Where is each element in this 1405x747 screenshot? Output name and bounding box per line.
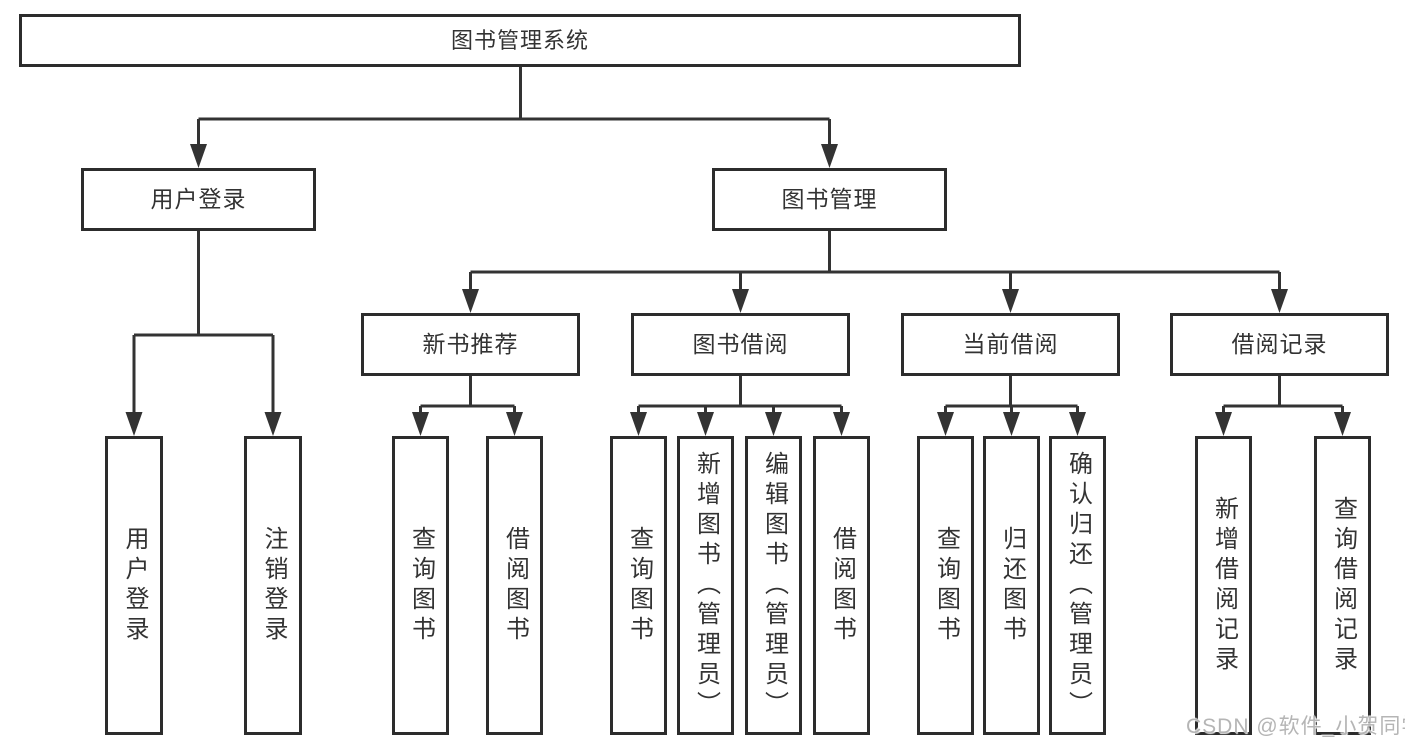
node-label: 用户登录	[121, 525, 148, 646]
node-label: 借阅图书	[828, 525, 856, 646]
node-user-login: 用户登录	[81, 168, 316, 231]
node-label: 当前借阅	[962, 331, 1059, 357]
node-label: 新增图书（管理员）	[692, 450, 720, 721]
node-label: 图书管理	[781, 186, 878, 212]
node-label: 新增借阅记录	[1210, 495, 1238, 676]
node-library-management-system: 图书管理系统	[19, 14, 1021, 67]
leaf-user-login: 用户登录	[105, 436, 163, 735]
leaf-query-books: 查询图书	[917, 436, 974, 735]
leaf-query-books: 查询图书	[610, 436, 667, 735]
leaf-logout: 注销登录	[244, 436, 302, 735]
node-label: 查询图书	[932, 525, 960, 646]
node-label: 图书管理系统	[450, 27, 589, 53]
csdn-watermark: CSDN @软件_小贺同学	[1186, 715, 1405, 738]
node-label: 确认归还（管理员）	[1064, 450, 1092, 721]
node-label: 借阅图书	[501, 525, 529, 646]
node-label: 用户登录	[150, 186, 247, 212]
node-label: 查询借阅记录	[1329, 495, 1357, 676]
node-book-borrowing: 图书借阅	[631, 313, 850, 376]
leaf-confirm-return-admin: 确认归还（管理员）	[1049, 436, 1106, 735]
node-label: 借阅记录	[1231, 331, 1328, 357]
node-label: 查询图书	[407, 525, 435, 646]
tree-connector-path	[132, 66, 1344, 414]
leaf-query-borrow-record: 查询借阅记录	[1314, 436, 1371, 735]
leaf-return-books: 归还图书	[983, 436, 1040, 735]
node-label: 编辑图书（管理员）	[760, 450, 788, 721]
node-label: 图书借阅	[692, 331, 789, 357]
node-label: 注销登录	[260, 525, 287, 646]
node-label: 查询图书	[625, 525, 653, 646]
leaf-add-borrow-record: 新增借阅记录	[1195, 436, 1252, 735]
leaf-add-book-admin: 新增图书（管理员）	[677, 436, 734, 735]
node-label: 归还图书	[998, 525, 1026, 646]
node-borrowing-records: 借阅记录	[1170, 313, 1389, 376]
arrowhead-markers	[125, 144, 1351, 436]
node-book-management: 图书管理	[712, 168, 947, 231]
leaf-borrow-books: 借阅图书	[813, 436, 870, 735]
node-label: 新书推荐	[422, 331, 519, 357]
leaf-borrow-books: 借阅图书	[486, 436, 543, 735]
leaf-query-books: 查询图书	[392, 436, 449, 735]
node-current-borrowing: 当前借阅	[901, 313, 1120, 376]
node-new-book-recommend: 新书推荐	[361, 313, 580, 376]
leaf-edit-book-admin: 编辑图书（管理员）	[745, 436, 802, 735]
